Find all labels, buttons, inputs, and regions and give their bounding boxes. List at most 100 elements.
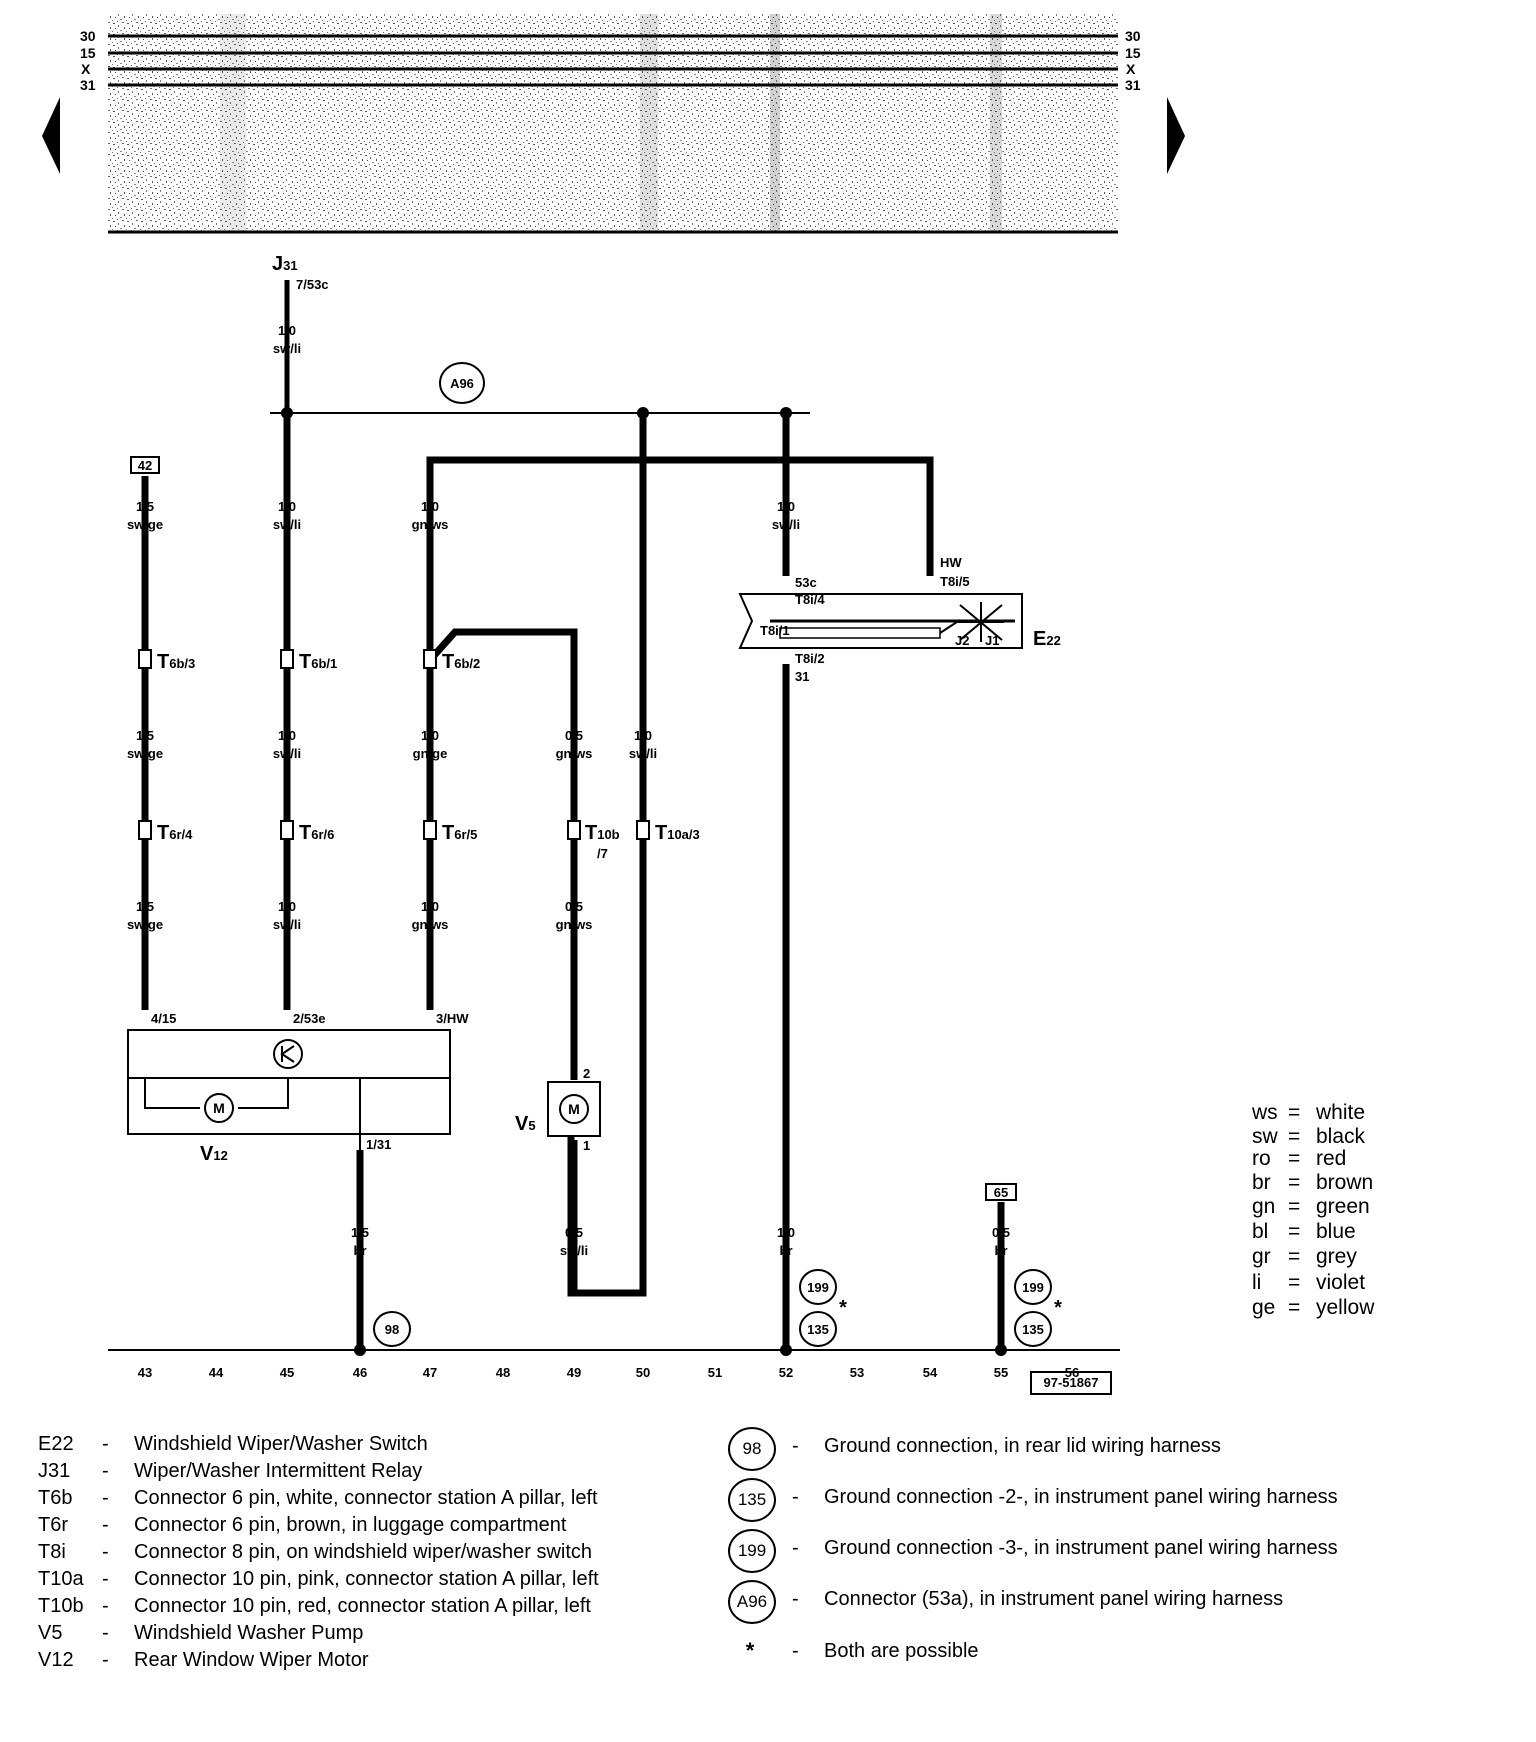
- previous-page-arrow[interactable]: [42, 97, 60, 174]
- wire-color: gn/ws: [556, 917, 593, 932]
- connector-t6b1: T6b/1: [299, 651, 337, 673]
- svg-text:50: 50: [636, 1365, 650, 1380]
- wire-size: 0,5: [565, 1225, 583, 1240]
- svg-text:46: 46: [353, 1365, 367, 1380]
- color-key-row: ge=yellow: [1252, 1296, 1375, 1319]
- connector-t10b7-pin: /7: [597, 846, 608, 861]
- v12-label: V12: [200, 1143, 228, 1165]
- e22-label: E22: [1033, 628, 1061, 650]
- wire-size: 1,0: [777, 499, 795, 514]
- wire-color: gn/ge: [413, 746, 448, 761]
- svg-text:44: 44: [209, 1365, 224, 1380]
- ground-98: [373, 1311, 411, 1347]
- color-key-row: bl=blue: [1252, 1220, 1356, 1243]
- motor-v12: M 4/15 2/53e 3/HW 1/31 V12: [127, 1011, 469, 1165]
- wire-size: 1,0: [278, 899, 296, 914]
- wire-color: gn/ws: [556, 746, 593, 761]
- svg-text:43: 43: [138, 1365, 152, 1380]
- color-key-row: li=violet: [1252, 1271, 1366, 1294]
- drawing-reference: 97-51867: [1030, 1371, 1112, 1395]
- svg-text:52: 52: [779, 1365, 793, 1380]
- e22-pin-hw: HW: [940, 555, 962, 570]
- bus-label-30-right: 30: [1125, 28, 1141, 44]
- e22-pin-t8i5: T8i/5: [940, 574, 970, 589]
- ground-98-icon: 98: [728, 1427, 776, 1471]
- v5-pin-2: 2: [583, 1066, 590, 1081]
- pump-v5: M 2 1 V5: [515, 1066, 601, 1153]
- wire-size: 1,5: [351, 1225, 369, 1240]
- bus-noise-area: [108, 14, 1118, 232]
- connector-t6r5: T6r/5: [442, 822, 477, 844]
- connector-t10b7: T10b: [585, 822, 620, 844]
- wire-color: sw/ge: [127, 917, 163, 932]
- bus-label-30-left: 30: [80, 28, 96, 44]
- e22-inner-j1: J1: [985, 633, 999, 648]
- svg-text:49: 49: [567, 1365, 581, 1380]
- connector-a96-icon: A96: [728, 1580, 776, 1624]
- wire-color: br: [995, 1243, 1008, 1258]
- connector-t6b3: T6b/3: [157, 651, 195, 673]
- splice-dots: [281, 407, 1007, 1356]
- next-page-arrow[interactable]: [1167, 97, 1185, 174]
- wire-size: 1,0: [278, 499, 296, 514]
- wire-size: 1,0: [777, 1225, 795, 1240]
- wire-col49-gnws: [427, 628, 578, 1080]
- wire-color: sw/ge: [127, 517, 163, 532]
- connector-t10a3: T10a/3: [655, 822, 700, 844]
- color-key-row: ro=red: [1252, 1147, 1347, 1170]
- top-bus-block: 30 15 X 31 30 15 X 31: [80, 14, 1141, 234]
- e22-pin-t8i2: T8i/2: [795, 651, 825, 666]
- color-key-row: gn=green: [1252, 1195, 1370, 1218]
- svg-text:54: 54: [923, 1365, 938, 1380]
- asterisk-icon: *: [745, 1638, 755, 1663]
- ref-box-65: 65: [985, 1183, 1017, 1201]
- color-key-row: br=brown: [1252, 1171, 1374, 1194]
- wire-color: sw/li: [273, 341, 301, 356]
- svg-text:53: 53: [850, 1365, 864, 1380]
- bus-label-15-right: 15: [1125, 45, 1141, 61]
- wire-size: 1,0: [421, 728, 439, 743]
- j31-label: J31: [272, 253, 298, 275]
- svg-text:47: 47: [423, 1365, 437, 1380]
- wire-color: sw/li: [273, 517, 301, 532]
- bus-label-x-right: X: [1126, 61, 1136, 77]
- column-numbers: 43 44 45 46 47 48 49 50 51 52 53 54 55 5…: [138, 1365, 1079, 1380]
- bus-label-31-right: 31: [1125, 77, 1141, 93]
- wire-size: 0,5: [565, 728, 583, 743]
- color-key-row: ws=white: [1252, 1101, 1366, 1124]
- wire-color: sw/li: [772, 517, 800, 532]
- v5-label: V5: [515, 1113, 536, 1135]
- wire-size: 1,5: [136, 899, 154, 914]
- wire-color: br: [354, 1243, 367, 1258]
- ground-199-col55: [1014, 1269, 1052, 1305]
- wires: [108, 280, 1120, 1351]
- e22-pin-53c: 53c: [795, 575, 817, 590]
- v12-pin-2-53e: 2/53e: [293, 1011, 326, 1026]
- wire-size: 1,5: [136, 499, 154, 514]
- v5-pin-1: 1: [583, 1138, 590, 1153]
- motor-icon: [204, 1093, 234, 1123]
- e22-inner-t8i1: T8i/1: [760, 623, 790, 638]
- wire-size: 1,0: [634, 728, 652, 743]
- ground-199-col52: [799, 1269, 837, 1305]
- connector-symbols: [138, 649, 650, 840]
- svg-text:65: 65: [994, 1185, 1008, 1200]
- svg-text:199: 199: [807, 1280, 829, 1295]
- ground-135-icon: 135: [728, 1478, 776, 1522]
- star-col55: *: [1054, 1297, 1062, 1319]
- wire-color: gn/ws: [412, 517, 449, 532]
- wire-color: gn/ws: [412, 917, 449, 932]
- svg-text:M: M: [568, 1101, 580, 1117]
- ground-135-col52: [799, 1311, 837, 1347]
- e22-pin-31: 31: [795, 669, 809, 684]
- wire-labels: 1,0 sw/li 1,5 sw/ge 1,0 sw/li 1,0 gn/ws …: [127, 323, 1010, 1258]
- wire-size: 0,5: [565, 899, 583, 914]
- wire-size: 1,0: [278, 728, 296, 743]
- ground-199-icon: 199: [728, 1529, 776, 1573]
- svg-text:98: 98: [385, 1322, 399, 1337]
- wire-size: 1,5: [136, 728, 154, 743]
- connector-labels: T6b/3 T6b/1 T6b/2 T6r/4 T6r/6 T6r/5 T10b…: [157, 651, 700, 861]
- bus-label-15-left: 15: [80, 45, 96, 61]
- relay-j31: J31 7/53c: [272, 253, 329, 292]
